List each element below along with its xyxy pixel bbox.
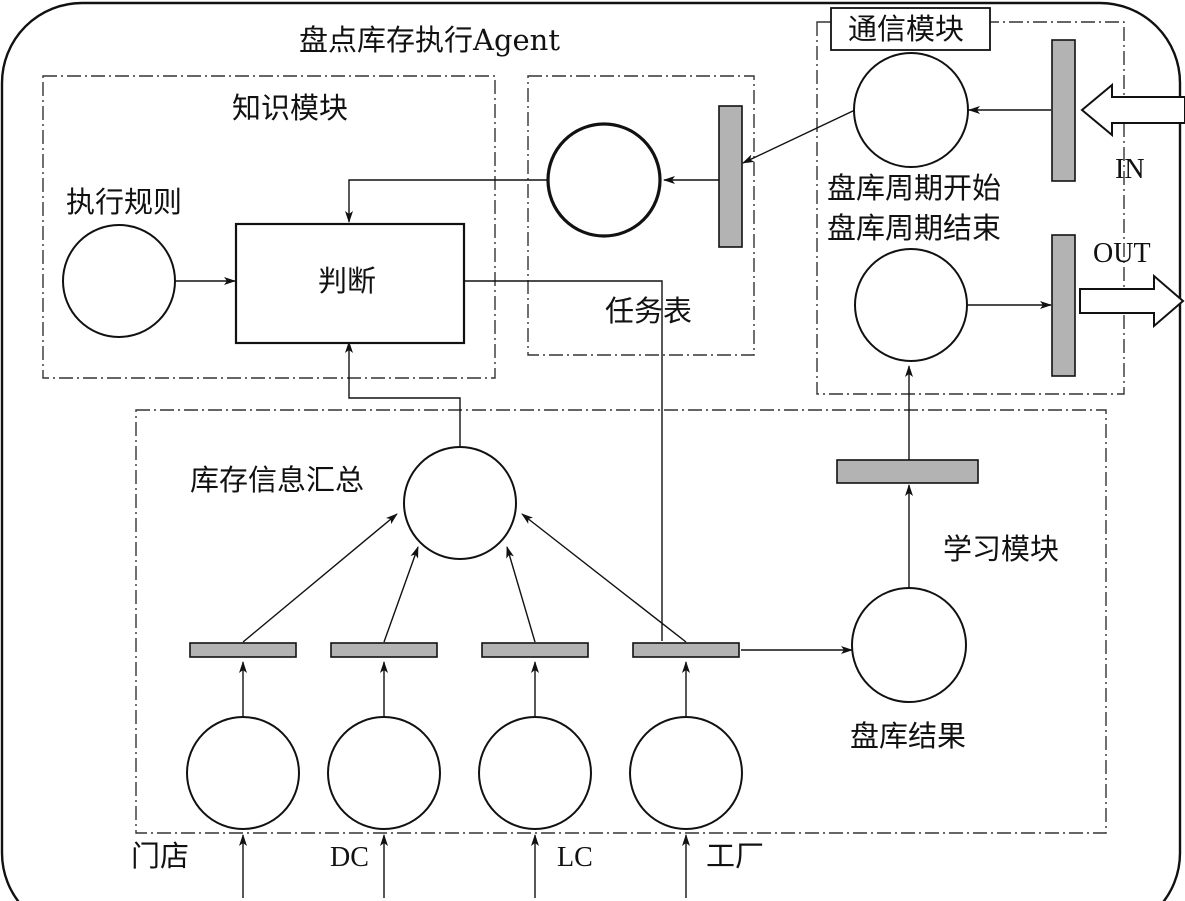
communication-module-label: 通信模块 bbox=[848, 12, 964, 46]
store-place bbox=[186, 716, 300, 830]
dc-transition-bar bbox=[330, 642, 438, 658]
cycle-start-place bbox=[853, 52, 969, 168]
exec-rules-place bbox=[62, 224, 176, 338]
inventory-result-place bbox=[851, 587, 967, 703]
cycle-start-label: 盘库周期开始 bbox=[827, 171, 1001, 205]
out-transition-bar bbox=[1051, 234, 1076, 377]
source-label-dc: DC bbox=[330, 842, 369, 873]
in-transition-bar bbox=[1051, 39, 1076, 182]
in-label: IN bbox=[1115, 154, 1145, 185]
judge-box bbox=[234, 222, 466, 345]
arc-bar1-to-summary bbox=[242, 513, 398, 643]
learning-transition-bar bbox=[836, 459, 979, 484]
source-label-store: 门店 bbox=[131, 839, 189, 873]
inventory-summary-label: 库存信息汇总 bbox=[190, 463, 364, 497]
judge-label: 判断 bbox=[318, 264, 376, 298]
task-table-border bbox=[527, 75, 755, 356]
source-label-factory: 工厂 bbox=[706, 839, 764, 873]
source-label-lc: LC bbox=[557, 842, 593, 873]
agent-title: 盘点库存执行Agent bbox=[299, 23, 560, 57]
in-arrow bbox=[1080, 82, 1185, 138]
arc-bar2-to-summary bbox=[383, 546, 419, 643]
lc-transition-bar bbox=[481, 642, 589, 658]
task-table-place bbox=[546, 122, 662, 238]
line-judge-to-factory bbox=[465, 280, 663, 641]
arc-bar3-to-summary bbox=[506, 546, 536, 643]
task-transition-bar bbox=[718, 105, 743, 248]
task-table-label: 任务表 bbox=[605, 294, 692, 328]
knowledge-module-label: 知识模块 bbox=[232, 91, 348, 125]
store-transition-bar bbox=[189, 642, 297, 658]
dc-place bbox=[327, 716, 441, 830]
out-label: OUT bbox=[1093, 238, 1151, 269]
learning-module-label: 学习模块 bbox=[943, 532, 1059, 566]
inventory-result-label: 盘库结果 bbox=[850, 719, 966, 753]
exec-rules-label: 执行规则 bbox=[66, 185, 182, 219]
arc-bar4-to-summary bbox=[521, 513, 687, 643]
cycle-end-label: 盘库周期结束 bbox=[827, 211, 1001, 245]
inventory-summary-place bbox=[403, 446, 517, 560]
knowledge-module-border bbox=[42, 75, 496, 379]
arc-summary-to-judge bbox=[345, 341, 461, 448]
cycle-end-place bbox=[854, 248, 968, 362]
factory-transition-bar bbox=[632, 642, 740, 658]
communication-module-tab bbox=[830, 7, 991, 51]
arc-task-to-judge bbox=[345, 179, 548, 223]
out-arrow bbox=[1079, 273, 1185, 329]
arc-comm-to-task-transition bbox=[742, 109, 856, 164]
lc-place bbox=[478, 716, 592, 830]
factory-place bbox=[629, 716, 743, 830]
learning-module-border bbox=[135, 409, 1107, 834]
